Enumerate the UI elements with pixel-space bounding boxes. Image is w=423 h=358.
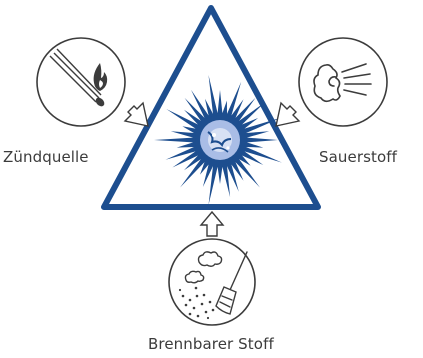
ignition-source-circle (37, 38, 125, 126)
ignition-source-label: Zündquelle (3, 148, 89, 166)
combustible-material-label: Brennbarer Stoff (148, 335, 274, 353)
arrow-bottom-to-triangle (201, 212, 223, 236)
arrow-right-to-triangle (276, 103, 299, 126)
oxygen-circle (299, 38, 387, 126)
oxygen-label: Sauerstoff (319, 148, 397, 166)
combustible-material-circle (169, 239, 255, 325)
arrow-left-to-triangle (125, 103, 148, 126)
